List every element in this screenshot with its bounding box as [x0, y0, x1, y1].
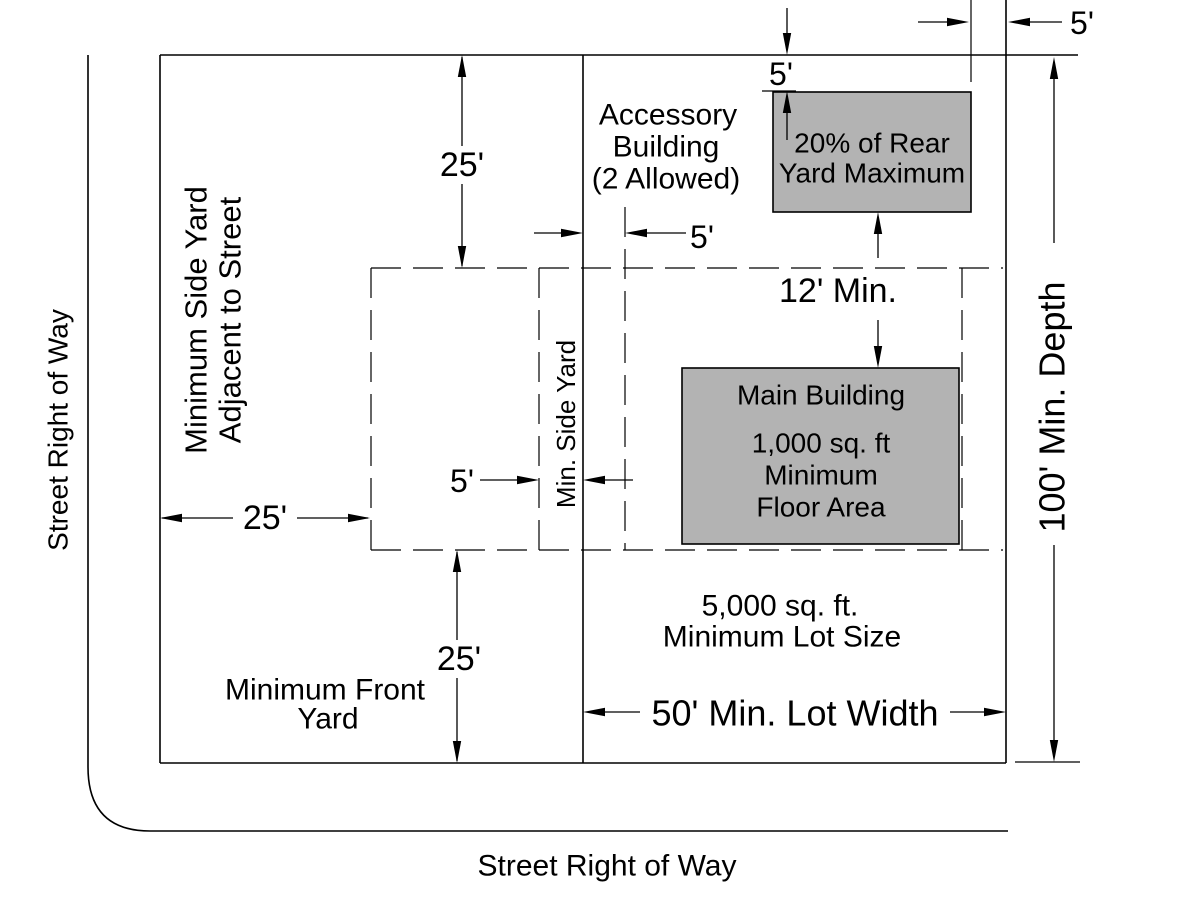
arrowhead-side-yard-left-left — [583, 475, 605, 485]
arrowhead-side-street-setback-left — [160, 513, 182, 523]
arrowhead-accessory-side-right — [947, 17, 969, 27]
main-box-label-line4: Floor Area — [756, 492, 886, 523]
lot-size-label-line2: Minimum Lot Size — [663, 621, 901, 654]
min-side-yard-label: Min. Side Yard — [551, 340, 581, 508]
main-box-label-line1: Main Building — [737, 380, 905, 411]
dim-side-street-setback-value: 25' — [243, 499, 287, 537]
dim-building-separation-value: 12' Min. — [779, 272, 897, 310]
arrowhead-lot-depth-up — [1049, 57, 1059, 79]
street-right-of-way-bottom-label: Street Right of Way — [478, 850, 737, 883]
accessory-box-label-line2: Yard Maximum — [779, 158, 965, 189]
accessory-box-label-line1: 20% of Rear — [794, 128, 950, 159]
lot-size-label-line1: 5,000 sq. ft. — [702, 590, 859, 623]
main-box-label-line2: 1,000 sq. ft — [752, 428, 891, 459]
main-box-label-line3: Minimum — [764, 460, 878, 491]
arrowhead-building-separation-up — [873, 212, 883, 234]
arrowhead-side-yard-right-right — [561, 228, 583, 238]
arrowhead-front-setback-down — [452, 741, 462, 763]
arrowhead-rear-setback-down — [457, 246, 467, 268]
arrowhead-side-street-setback-right — [348, 513, 370, 523]
arrowhead-side-yard-left-right — [517, 475, 539, 485]
dim-text-mask-rear-setback — [434, 146, 490, 184]
arrowhead-front-setback-up — [452, 550, 462, 572]
arrowhead-lot-width-left — [583, 707, 605, 717]
arrowhead-building-separation-down — [873, 346, 883, 368]
arrowhead-lot-width-right — [984, 707, 1006, 717]
dim-lot-width-value: 50' Min. Lot Width — [652, 693, 939, 734]
dim-rear-setback-value: 25' — [440, 146, 484, 184]
side-yard-street-label-line2: Adjacent to Street — [213, 196, 248, 443]
front-yard-label-line1: Minimum Front — [225, 674, 426, 707]
accessory-building-box — [772, 91, 972, 213]
dim-lot-depth-value: 100' Min. Depth — [1032, 281, 1073, 532]
street-right-of-way-line — [87, 55, 1008, 832]
arrowhead-side-yard-right-left — [625, 228, 647, 238]
arrowhead-accessory-rear-up — [782, 91, 792, 113]
arrowhead-accessory-side-left — [1008, 17, 1030, 27]
arrowhead-accessory-rear-down — [782, 33, 792, 55]
dim-front-setback-value: 25' — [437, 640, 481, 678]
front-yard-label-line2: Yard — [297, 703, 358, 736]
dim-accessory-rear-value: 5' — [769, 56, 793, 92]
dim-side-yard-left-value: 5' — [450, 463, 474, 499]
accessory-note-line2: Building — [613, 131, 720, 164]
arrowhead-rear-setback-up — [457, 55, 467, 77]
accessory-note-line3: (2 Allowed) — [592, 163, 740, 196]
arrowhead-lot-depth-down — [1049, 740, 1059, 762]
side-yard-street-label-line1: Minimum Side Yard — [179, 186, 214, 454]
main-building-box — [681, 367, 960, 545]
dim-side-yard-right-value: 5' — [690, 219, 714, 255]
dim-text-mask-front-setback — [430, 640, 488, 678]
accessory-note-line1: Accessory — [599, 99, 737, 132]
dim-accessory-side-value: 5' — [1070, 5, 1094, 41]
street-right-of-way-left-label: Street Right of Way — [43, 309, 74, 551]
dim-text-mask-side-street-setback — [233, 502, 297, 534]
